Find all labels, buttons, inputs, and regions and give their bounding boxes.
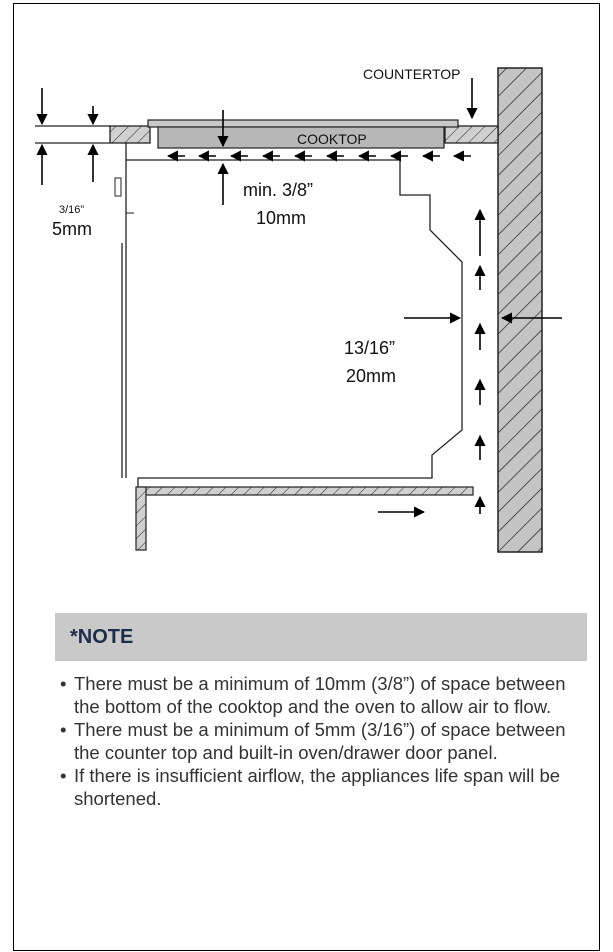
countertop-label: COUNTERTOP (363, 66, 461, 82)
cooktop-label: COOKTOP (297, 131, 367, 147)
note-item: •If there is insufficient airflow, the a… (60, 765, 561, 809)
note-title: *NOTE (70, 626, 134, 648)
gap-top-inch-label: min. 3/8” (243, 180, 314, 200)
cooktop-top (147, 119, 459, 128)
oven-outline (121, 143, 463, 530)
note-text: If there is insufficient airflow, the ap… (74, 765, 561, 809)
gap-side-mm-label: 5mm (52, 219, 92, 239)
gap-wall-inch-label: 13/16” (344, 338, 396, 358)
airflow-arrows-vertical (378, 208, 486, 518)
note-text: There must be a minimum of 10mm (3/8”) o… (74, 673, 566, 717)
note-header: *NOTE (55, 613, 587, 661)
countertop-right (444, 125, 499, 144)
gap-top-mm-label: 10mm (256, 208, 307, 228)
gap-side-inch-label: 3/16” (59, 204, 85, 216)
cooktop-body (157, 126, 445, 149)
installation-diagram (35, 67, 562, 553)
note-list: •There must be a minimum of 10mm (3/8”) … (60, 672, 580, 810)
base-leg (135, 486, 147, 551)
note-item: •There must be a minimum of 10mm (3/8”) … (60, 673, 566, 717)
base-shelf (137, 486, 474, 496)
countertop-left (109, 125, 151, 144)
wall (497, 67, 543, 553)
note-item: •There must be a minimum of 5mm (3/16”) … (60, 719, 566, 763)
note-text: There must be a minimum of 5mm (3/16”) o… (74, 719, 566, 763)
gap-wall-mm-label: 20mm (346, 366, 397, 386)
